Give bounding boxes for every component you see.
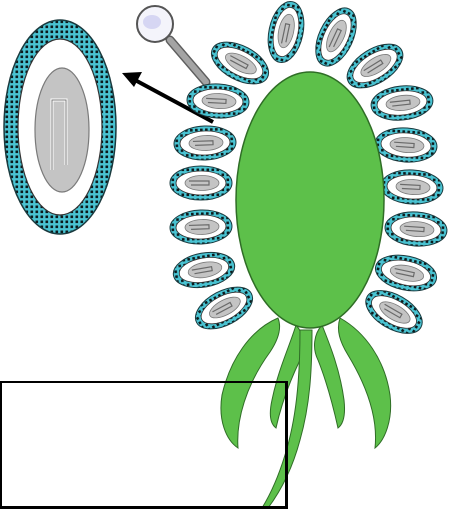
capsule-9 <box>170 166 232 200</box>
magnified-capsule-core <box>35 68 89 192</box>
magnified-capsule <box>4 20 116 234</box>
capsule-14 <box>372 250 440 296</box>
capsule-12 <box>384 210 448 248</box>
tentacle-right <box>338 318 390 448</box>
capsule-8 <box>374 126 438 164</box>
capsule-1 <box>263 0 309 66</box>
magnifying-glass-icon <box>137 6 206 82</box>
capsule-7 <box>173 125 236 161</box>
tentacle-mid-right <box>315 325 345 428</box>
capsule-6 <box>369 83 434 123</box>
capsule-10 <box>380 168 444 205</box>
capsule-11 <box>169 209 232 245</box>
capsule-13 <box>171 248 238 292</box>
text-box[interactable] <box>0 381 287 508</box>
animal-body <box>236 72 384 328</box>
